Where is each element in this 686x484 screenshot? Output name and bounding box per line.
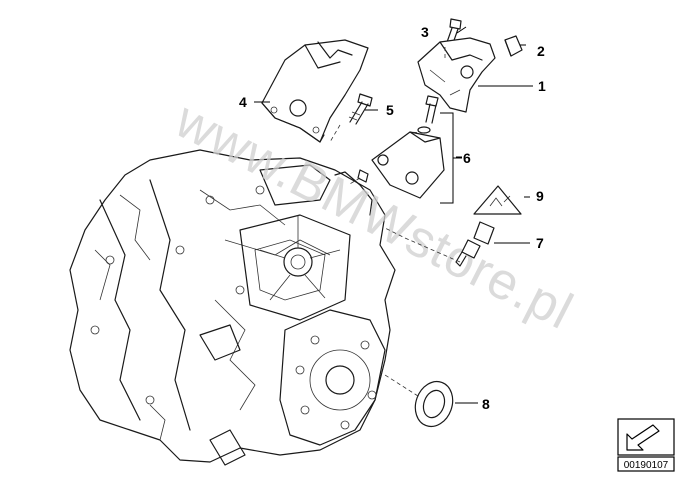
reference-number: 00190107 [624, 460, 669, 471]
reference-box: 00190107 [617, 418, 675, 472]
part-1-bracket [417, 37, 496, 113]
callout-9: 9 [536, 188, 544, 204]
part-2-cap [504, 35, 523, 57]
callout-4: 4 [239, 94, 247, 110]
part-4-bracket [261, 39, 369, 143]
callout-5: 5 [386, 102, 394, 118]
part-6-sensor-assembly [357, 95, 445, 199]
assembly-lines [329, 47, 461, 397]
callout-2: 2 [537, 43, 545, 59]
callout-3: 3 [421, 24, 429, 40]
arrow-icon [626, 424, 660, 451]
gearbox-housing [69, 149, 396, 466]
part-8-shaft-seal [414, 380, 454, 428]
callout-7: 7 [536, 235, 544, 251]
callout-8: 8 [482, 396, 490, 412]
part-5-bolt [348, 93, 373, 125]
callout-6: 6 [463, 150, 471, 166]
part-9-warning-label [473, 185, 522, 215]
callouts: 1 2 3 4 5 6 7 8 9 [239, 24, 546, 412]
leader-lines [254, 26, 533, 404]
callout-1: 1 [538, 78, 546, 94]
part-7-speed-sensor [455, 221, 495, 267]
